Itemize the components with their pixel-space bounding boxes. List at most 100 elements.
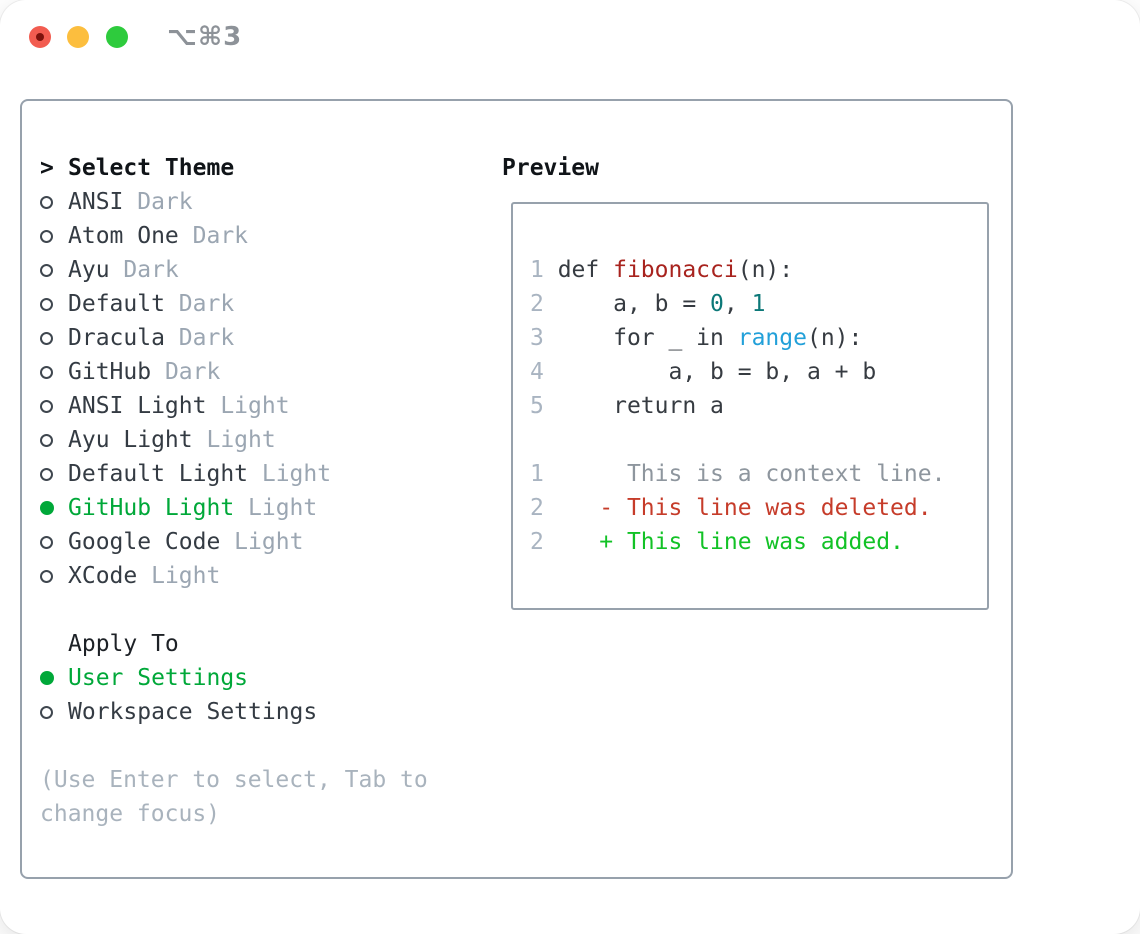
theme-option[interactable]: Default Light Light	[40, 457, 450, 491]
theme-option[interactable]: Atom One Dark	[40, 219, 450, 253]
theme-variant-label: Dark	[123, 189, 193, 215]
theme-variant-label: Light	[206, 393, 290, 419]
radio-unselected-icon	[40, 535, 68, 549]
apply-to-title: Apply To	[68, 631, 179, 657]
zoom-button-icon[interactable]	[106, 26, 128, 48]
theme-option[interactable]: XCode Light	[40, 559, 450, 593]
option-label: GitHub	[68, 359, 152, 385]
radio-unselected-icon	[40, 467, 68, 481]
line-number: 1	[530, 257, 558, 283]
option-label: Ayu	[68, 257, 110, 283]
line-number: 1	[530, 461, 558, 487]
option-label: Default Light	[68, 461, 249, 487]
option-label: ANSI	[68, 189, 124, 215]
line-number: 3	[530, 325, 558, 351]
code-line: 4 a, b = b, a + b	[530, 355, 987, 389]
code-token-code: ,	[723, 291, 752, 317]
window-title: ⌥⌘3	[167, 22, 243, 52]
code-line: 5 return a	[530, 389, 987, 423]
code-line: 2 + This line was added.	[530, 525, 987, 559]
close-button-icon[interactable]	[29, 26, 51, 48]
theme-option[interactable]: Ayu Dark	[40, 253, 450, 287]
line-number: 4	[530, 359, 558, 385]
theme-variant-label: Dark	[151, 359, 221, 385]
code-line	[530, 423, 987, 457]
line-number: 2	[530, 529, 558, 555]
option-label: GitHub Light	[68, 495, 235, 521]
apply-to-option[interactable]: Workspace Settings	[40, 695, 450, 729]
radio-selected-icon	[40, 671, 68, 685]
theme-option[interactable]: GitHub Dark	[40, 355, 450, 389]
option-label: Dracula	[68, 325, 165, 351]
preview-title: Preview	[502, 155, 599, 181]
line-number	[530, 427, 558, 453]
code-line: 3 for _ in range(n):	[530, 321, 987, 355]
select-theme-title: Select Theme	[68, 155, 235, 181]
code-line: 1 This is a context line.	[530, 457, 987, 491]
theme-option[interactable]: Dracula Dark	[40, 321, 450, 355]
code-token-code: def	[557, 257, 614, 283]
radio-unselected-icon	[40, 399, 68, 413]
option-label: Workspace Settings	[68, 699, 318, 725]
theme-option[interactable]: ANSI Dark	[40, 185, 450, 219]
theme-variant-label: Dark	[164, 291, 235, 317]
code-token-context: This is a context line.	[557, 461, 946, 487]
radio-unselected-icon	[40, 195, 68, 209]
theme-option[interactable]: Google Code Light	[40, 525, 450, 559]
code-line: 2 a, b = 0, 1	[530, 287, 987, 321]
code-token-code: a, b = b, a + b	[557, 359, 877, 385]
code-token-code: for _ in	[557, 325, 738, 351]
code-token-code: return a	[557, 393, 724, 419]
prompt-caret-icon: >	[40, 155, 54, 181]
code-line: 2 - This line was deleted.	[530, 491, 987, 525]
radio-unselected-icon	[40, 705, 68, 719]
option-label: Google Code	[68, 529, 221, 555]
theme-variant-label: Light	[192, 427, 276, 453]
code-token-builtin: range	[737, 325, 807, 351]
select-theme-header: > Select Theme	[40, 151, 450, 185]
apply-to-option[interactable]: User Settings	[40, 661, 450, 695]
theme-variant-label: Light	[137, 563, 221, 589]
code-token-number: 0	[710, 291, 724, 317]
option-label: Ayu Light	[68, 427, 193, 453]
code-token-deleted: - This line was deleted.	[557, 495, 932, 521]
code-token-code: (n):	[737, 257, 794, 283]
title-bar: ⌥⌘3	[0, 0, 1140, 74]
option-label: Default	[68, 291, 165, 317]
keyboard-hint: (Use Enter to select, Tab to change focu…	[40, 767, 428, 827]
line-number: 5	[530, 393, 558, 419]
radio-unselected-icon	[40, 331, 68, 345]
radio-unselected-icon	[40, 229, 68, 243]
theme-variant-label: Dark	[178, 223, 249, 249]
minimize-button-icon[interactable]	[67, 26, 89, 48]
option-label: User Settings	[68, 665, 249, 691]
option-label: XCode	[68, 563, 138, 589]
theme-option[interactable]: Ayu Light Light	[40, 423, 450, 457]
theme-variant-label: Dark	[164, 325, 235, 351]
apply-to-header: Apply To	[40, 627, 450, 661]
radio-unselected-icon	[40, 263, 68, 277]
code-token-added: + This line was added.	[557, 529, 904, 555]
theme-variant-label: Light	[220, 529, 304, 555]
code-token-function: fibonacci	[613, 257, 738, 283]
theme-option[interactable]: ANSI Light Light	[40, 389, 450, 423]
code-token-code: a, b =	[557, 291, 711, 317]
theme-variant-label: Light	[248, 461, 332, 487]
line-number: 2	[530, 495, 558, 521]
radio-unselected-icon	[40, 433, 68, 447]
option-label: ANSI Light	[68, 393, 207, 419]
theme-variant-label: Light	[234, 495, 318, 521]
radio-unselected-icon	[40, 365, 68, 379]
radio-unselected-icon	[40, 569, 68, 583]
option-label: Atom One	[68, 223, 179, 249]
code-token-code: (n):	[806, 325, 863, 351]
theme-option[interactable]: Default Dark	[40, 287, 450, 321]
code-line: 1 def fibonacci(n):	[530, 253, 987, 287]
theme-option[interactable]: GitHub Light Light	[40, 491, 450, 525]
